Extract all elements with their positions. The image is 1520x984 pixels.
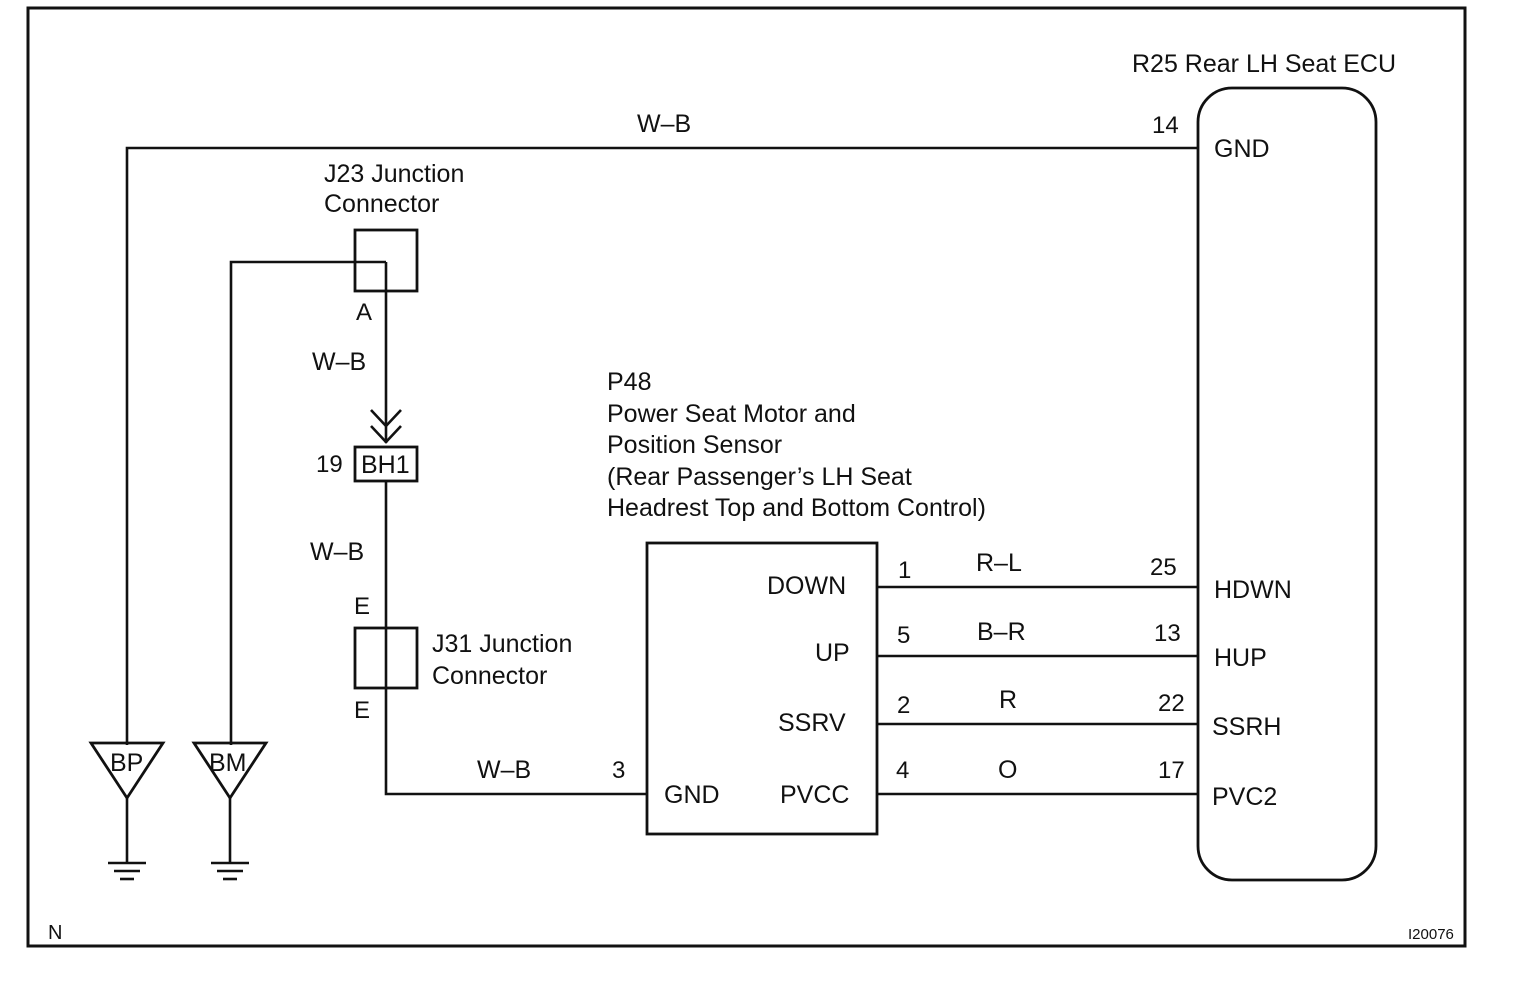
ecu-pin-num-22: 22 [1158,690,1185,717]
motor-title-line-3: (Rear Passenger’s LH Seat [607,463,912,491]
wire-label-j31-motor: W–B [477,756,531,784]
motor-box [645,541,879,836]
j23-title-line-1: J23 Junction [324,160,464,188]
diagram-frame [26,6,1467,948]
ecu-pin-name-hup: HUP [1214,644,1267,672]
j31-title-line-2: Connector [432,662,547,690]
corner-code: N [48,922,62,944]
wire-label-top-ground: W–B [637,110,691,138]
j31-pin-bottom: E [354,697,370,724]
motor-pin-name-pvcc: PVCC [780,781,849,809]
bh1-code: BH1 [361,451,410,479]
motor-pin-num-2: 2 [897,692,910,719]
wire-label-down: R–L [976,549,1022,577]
ground-bm-label: BM [209,749,247,777]
ecu-title: R25 Rear LH Seat ECU [1132,50,1396,78]
motor-pin-num-4: 4 [896,757,909,784]
ground-bp-label: BP [110,749,143,777]
wire-bm-ground [229,260,386,745]
ecu-pin-name-ssrh: SSRH [1212,713,1281,741]
wire-label-bh1-j31: W–B [310,538,364,566]
bh1-pin-num: 19 [316,451,343,478]
motor-title-line-2: Position Sensor [607,431,782,459]
ecu-pin-name-hdwn: HDWN [1214,576,1292,604]
j31-pin-top: E [354,593,370,620]
ground-bm-earth-icon [211,861,249,881]
ecu-pin-num-17: 17 [1158,757,1185,784]
ecu-pin-name-pvc2: PVC2 [1212,783,1277,811]
j23-title-line-2: Connector [324,190,439,218]
ecu-box [1196,86,1378,882]
wire-label-pvcc: O [998,756,1017,784]
j31-title-line-1: J31 Junction [432,630,572,658]
motor-code: P48 [607,368,651,396]
motor-pin-name-gnd: GND [664,781,720,809]
motor-pin-num-5: 5 [897,622,910,649]
figure-id: I20076 [1408,926,1454,943]
wire-label-up: B–R [977,618,1026,646]
motor-pin-num-1: 1 [898,557,911,584]
ecu-pin-name-gnd: GND [1214,135,1270,163]
ecu-pin-num-25: 25 [1150,554,1177,581]
wire-label-ssrv: R [999,686,1017,714]
ground-bm-triangle [191,741,269,801]
motor-title-line-4: Headrest Top and Bottom Control) [607,494,986,522]
bh1-arrow-lower [370,425,402,444]
j23-pin-a: A [356,299,372,326]
wire-top-ground [125,146,1198,745]
ecu-pin-num-14: 14 [1152,112,1179,139]
motor-pin-num-3: 3 [612,757,625,784]
bh1-arrow-upper [370,409,402,428]
wire-label-j23-bh1: W–B [312,348,366,376]
motor-pin-name-down: DOWN [767,572,846,600]
ground-bp-earth-icon [108,861,146,881]
ecu-pin-num-13: 13 [1154,620,1181,647]
motor-title-line-1: Power Seat Motor and [607,400,856,428]
motor-pin-name-ssrv: SSRV [778,709,846,737]
wire-j31-motor [384,688,647,796]
motor-pin-name-up: UP [815,639,850,667]
ground-bp-triangle [88,741,166,801]
